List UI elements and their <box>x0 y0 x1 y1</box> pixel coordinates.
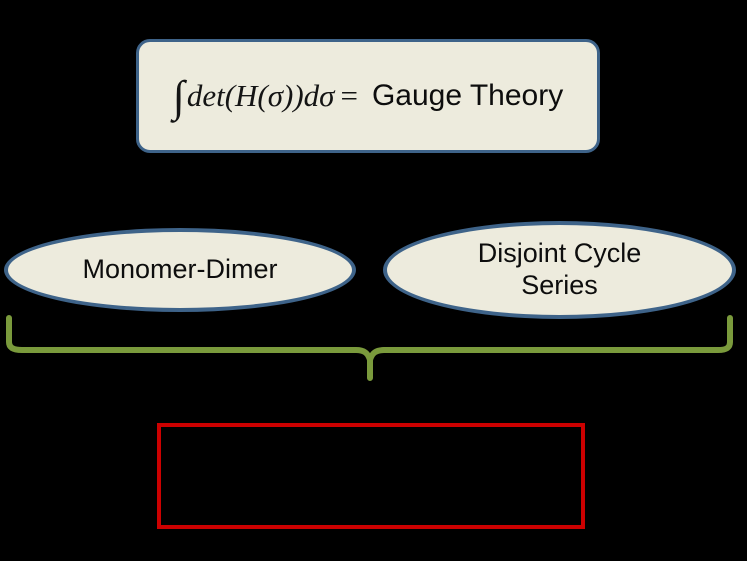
empty-result-box <box>157 423 585 529</box>
equals-sign: = <box>340 78 358 113</box>
ellipse-line-1: Disjoint Cycle <box>477 238 642 269</box>
gauge-theory-label: Gauge Theory <box>371 79 564 112</box>
ellipse-line-2: Series <box>521 270 598 300</box>
gauge-theory-equation-box: ∫det(H(σ))dσ= Gauge Theory <box>136 39 600 153</box>
ellipse-disjoint-cycle-series-label: Disjoint Cycle Series <box>460 238 660 302</box>
ellipse-disjoint-cycle-series: Disjoint Cycle Series <box>383 221 736 319</box>
formula-body: det(H(σ))dσ <box>186 78 335 113</box>
integral-sign: ∫ <box>172 72 185 121</box>
ellipse-monomer-dimer: Monomer-Dimer <box>4 228 356 312</box>
ellipse-monomer-dimer-label: Monomer-Dimer <box>82 254 278 285</box>
integral-formula: ∫det(H(σ))dσ= <box>173 75 358 119</box>
grouping-brace-icon <box>6 315 733 381</box>
equation-row: ∫det(H(σ))dσ= Gauge Theory <box>173 75 564 119</box>
